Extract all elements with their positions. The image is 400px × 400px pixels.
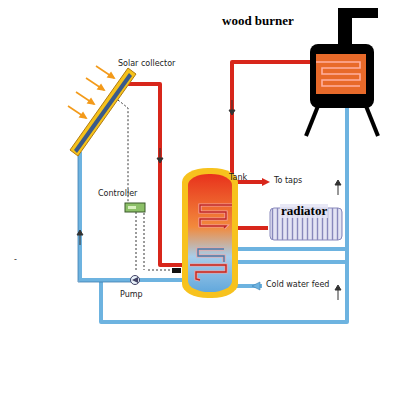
part-label: radiator [280, 204, 328, 218]
stray-mark: - [14, 256, 17, 265]
part-label: Pump [120, 291, 143, 300]
pipe-label: Cold water feed [266, 281, 329, 290]
pipe-label: To taps [274, 177, 302, 186]
part-label: Tank [229, 174, 247, 183]
part-label: Solar collector [118, 60, 175, 69]
part-label: Controller [98, 190, 137, 199]
heading-label: wood burner [222, 14, 294, 28]
